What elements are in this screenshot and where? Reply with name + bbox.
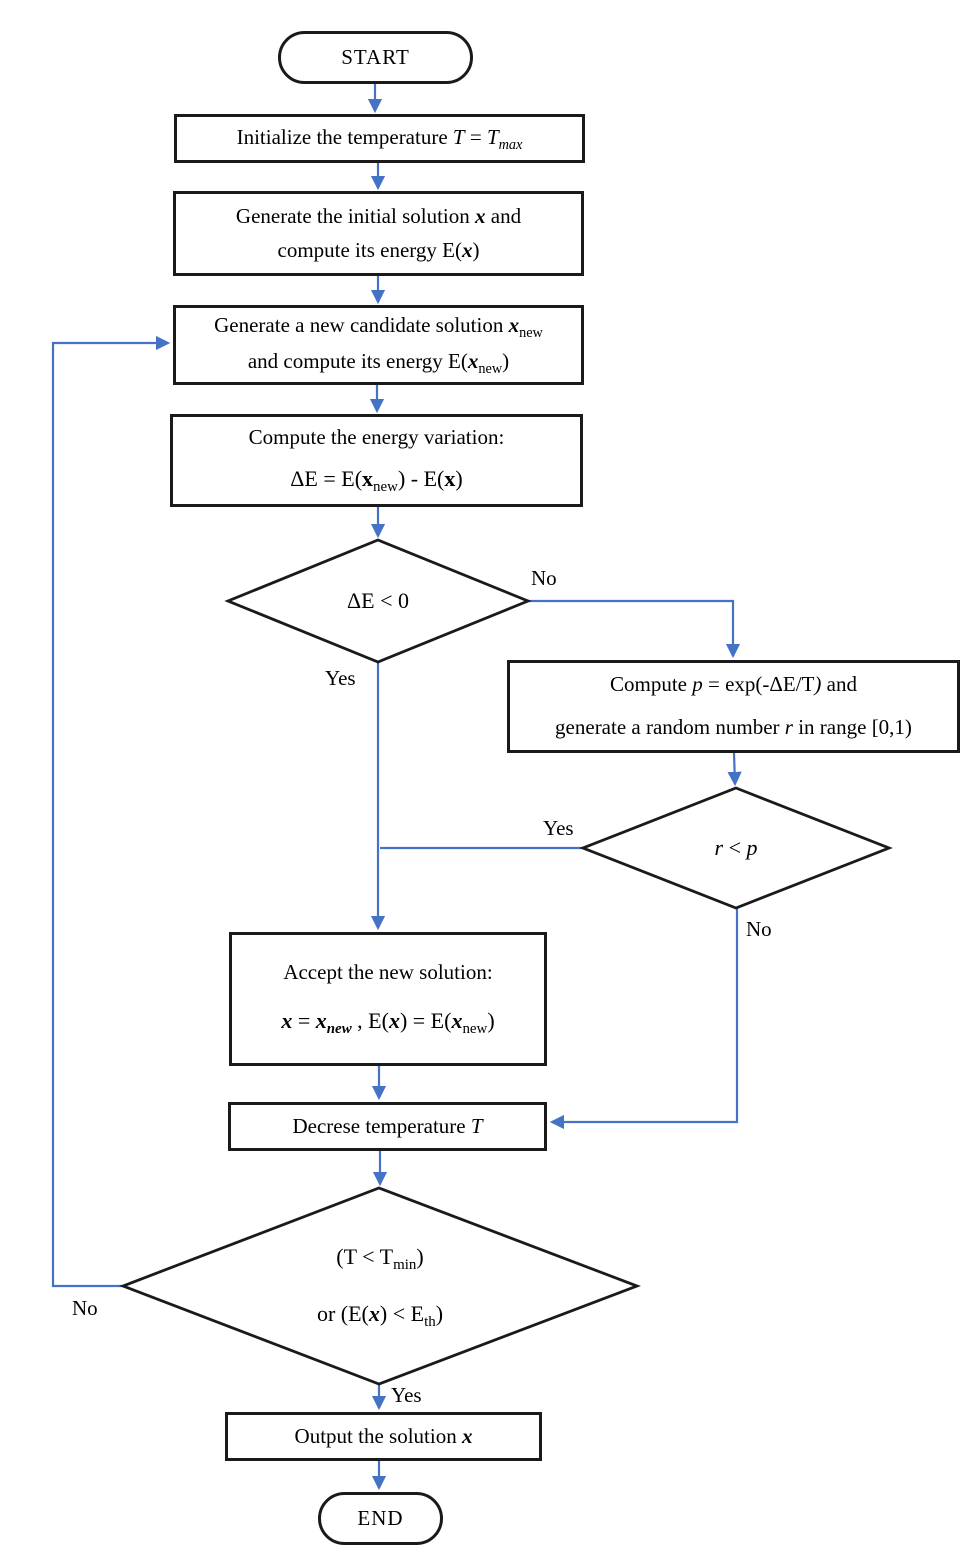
edge-delta-e-no-path [528,599,741,659]
start-node: START [278,31,473,84]
text-line: ΔE = E(xnew) - E(x) [290,465,463,495]
edge-label-r-p-yes: Yes [543,816,574,840]
text-line: Output the solution x [294,1423,473,1448]
r-p-diamond-shape [579,786,893,910]
text-line: generate a random number r in range [0,1… [555,715,912,739]
edge-r-p-no-path [549,908,739,1130]
text-line: END [357,1505,404,1530]
edge-label-termination-no: No [72,1296,98,1320]
edge-termination-no-loop [51,335,171,1288]
text-line: Decrese temperature T [292,1113,483,1138]
text-line: r < p [714,835,758,861]
text-line: Accept the new solution: [283,960,493,985]
edge-label-delta-e-yes: Yes [325,666,356,690]
text-line: Compute p = exp(-ΔE/T) and [610,672,857,697]
termination-diamond-shape [119,1186,641,1386]
edge-label-termination-yes: Yes [391,1383,422,1407]
delta-e-diamond-shape [224,538,532,664]
text-line: Generate the initial solution x and [235,203,522,228]
end-node: END [318,1492,443,1545]
compute-probability-box: Compute p = exp(-ΔE/T) and generate a ran… [507,660,960,753]
text-line: Generate a new candidate solution xnew [214,313,543,342]
generate-initial-solution-box: Generate the initial solution x and compu… [173,191,584,276]
text-line: Initialize the temperature T = Tmax [236,124,523,153]
accept-solution-box: Accept the new solution: x = xnew , E(x) … [229,932,547,1066]
initialize-temperature-box: Initialize the temperature T = Tmax [174,114,585,163]
text-line: ΔE < 0 [347,588,409,614]
edge-compute-p-to-r-p-check [727,752,742,787]
text-line: (T < Tmin) [336,1244,424,1274]
text-line: or (E(x) < Eth) [316,1300,444,1330]
output-solution-box: Output the solution x [225,1412,542,1461]
edge-label-r-p-no: No [746,917,772,941]
text-line: Compute the energy variation: [248,425,505,450]
r-less-than-p-decision-label: r < p [636,833,836,863]
text-line: and compute its energy E(xnew) [247,349,510,377]
compute-energy-variation-box: Compute the energy variation: ΔE = E(xnew… [170,414,583,507]
decrease-temperature-box: Decrese temperature T [228,1102,547,1151]
generate-candidate-solution-box: Generate a new candidate solution xnew an… [173,305,584,385]
delta-e-decision-label: ΔE < 0 [278,586,478,616]
text-line: x = xnew , E(x) = E(xnew) [281,1007,495,1037]
text-line: START [341,44,410,69]
edge-label-delta-e-no: No [531,566,557,590]
termination-decision-label: (T < Tmin) or (E(x) < Eth) [219,1232,541,1342]
text-line: compute its energy E(x) [277,237,480,262]
